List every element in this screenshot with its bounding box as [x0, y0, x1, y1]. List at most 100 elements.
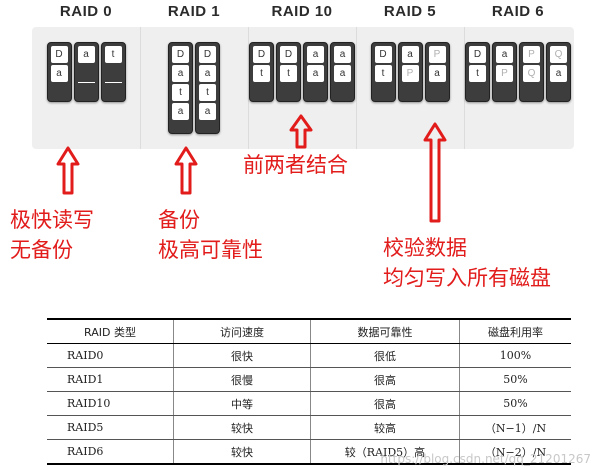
- data-block: a: [307, 46, 324, 63]
- data-block: a: [334, 46, 351, 63]
- raid10-title: RAID 10: [271, 3, 333, 20]
- table-row: RAID10 中等 很高 50%: [47, 391, 571, 416]
- cell-raid-type: RAID0: [47, 343, 174, 368]
- data-block: t: [199, 84, 216, 101]
- raid0-annotation-line-1: 极快读写: [10, 208, 94, 232]
- data-block: Q: [523, 65, 540, 82]
- arrow-raid1-icon: [174, 146, 198, 195]
- watermark: https://blog.csdn.net/qq_21201267: [380, 452, 591, 466]
- data-block: a: [172, 103, 189, 120]
- cell-utilization: 100%: [459, 343, 571, 368]
- table-header-row: RAID 类型 访问速度 数据可靠性 磁盘利用率: [47, 318, 571, 344]
- header-reliability: 数据可靠性: [310, 318, 460, 344]
- data-block: P: [401, 65, 419, 82]
- cell-speed: 很慢: [173, 367, 311, 392]
- data-block: a: [199, 65, 216, 82]
- cell-speed: 较快: [173, 439, 311, 465]
- cell-speed: 较快: [173, 415, 311, 440]
- raid0-annotation: 极快读写 无备份: [10, 205, 94, 265]
- raid5-title: RAID 5: [383, 3, 437, 20]
- header-access-speed: 访问速度: [173, 318, 311, 344]
- empty-slot-line: [77, 82, 95, 83]
- data-block: a: [334, 65, 351, 82]
- data-block: a: [172, 65, 189, 82]
- cell-speed: 很快: [173, 343, 311, 368]
- raid10-annotation: 前两者结合: [243, 150, 348, 180]
- data-block: a: [428, 65, 446, 82]
- data-block: t: [374, 65, 392, 82]
- table-row: RAID5 较快 较高 （N−1）/N: [47, 415, 571, 440]
- table-row: RAID6 较快 较（RAID5）高 （N−2）/N: [47, 439, 571, 465]
- cell-raid-type: RAID1: [47, 367, 174, 392]
- data-block: a: [77, 46, 95, 63]
- data-block: P: [496, 65, 513, 82]
- arrow-raid0-icon: [56, 146, 80, 195]
- header-raid-type: RAID 类型: [47, 318, 174, 344]
- data-block: a: [307, 65, 324, 82]
- cell-reliability: 很高: [310, 367, 460, 392]
- disk-raid0-2: a: [73, 42, 99, 102]
- data-block: t: [172, 84, 189, 101]
- raid10-annotation-line-1: 前两者结合: [243, 153, 348, 177]
- data-block: a: [50, 65, 68, 82]
- data-block: P: [428, 46, 446, 63]
- disk-raid0-3: t: [100, 42, 126, 102]
- empty-slot-line: [104, 82, 122, 83]
- arrow-raid5-icon: [423, 122, 447, 223]
- raid6-column: RAID 6: [464, 3, 572, 149]
- data-block: P: [523, 46, 540, 63]
- data-block: Q: [550, 46, 567, 63]
- data-block: D: [172, 46, 189, 63]
- cell-raid-type: RAID5: [47, 415, 174, 440]
- arrow-raid10-icon: [289, 114, 313, 149]
- raid5-annotation-line-2: 均匀写入所有磁盘: [383, 266, 551, 290]
- cell-reliability: 很高: [310, 391, 460, 416]
- header-utilization: 磁盘利用率: [459, 318, 571, 344]
- raid5-annotation: 校验数据 均匀写入所有磁盘: [383, 233, 551, 293]
- raid1-title: RAID 1: [167, 3, 221, 20]
- table-row: RAID0 很快 很低 100%: [47, 343, 571, 368]
- data-block: a: [199, 103, 216, 120]
- data-block: t: [104, 46, 122, 63]
- data-block: D: [280, 46, 297, 63]
- raid6-title: RAID 6: [491, 3, 545, 20]
- data-block: D: [374, 46, 392, 63]
- data-block: D: [253, 46, 270, 63]
- data-block: t: [280, 65, 297, 82]
- cell-speed: 中等: [173, 391, 311, 416]
- cell-reliability: 较高: [310, 415, 460, 440]
- raid5-column: RAID 5: [356, 3, 465, 149]
- raid0-title: RAID 0: [59, 3, 113, 20]
- table-row: RAID1 很慢 很高 50%: [47, 367, 571, 392]
- data-block: a: [496, 46, 513, 63]
- cell-utilization: 50%: [459, 391, 571, 416]
- data-block: D: [50, 46, 68, 63]
- raid5-annotation-line-1: 校验数据: [383, 236, 467, 260]
- raid0-column: RAID 0: [32, 3, 141, 149]
- data-block: t: [469, 65, 486, 82]
- cell-reliability: 较（RAID5）高: [310, 439, 460, 465]
- data-block: a: [401, 46, 419, 63]
- data-block: a: [550, 65, 567, 82]
- cell-utilization: （N−2）/N: [459, 439, 571, 465]
- cell-reliability: 很低: [310, 343, 460, 368]
- cell-raid-type: RAID10: [47, 391, 174, 416]
- raid0-annotation-line-2: 无备份: [10, 238, 73, 262]
- raid-comparison-table: RAID 类型 访问速度 数据可靠性 磁盘利用率 RAID0 很快 很低 100…: [47, 318, 571, 465]
- raid1-annotation-line-1: 备份: [158, 208, 200, 232]
- cell-raid-type: RAID6: [47, 439, 174, 465]
- raid1-column: RAID 1: [140, 3, 249, 149]
- raid10-column: RAID 10: [248, 3, 357, 149]
- raid1-annotation: 备份 极高可靠性: [158, 205, 263, 265]
